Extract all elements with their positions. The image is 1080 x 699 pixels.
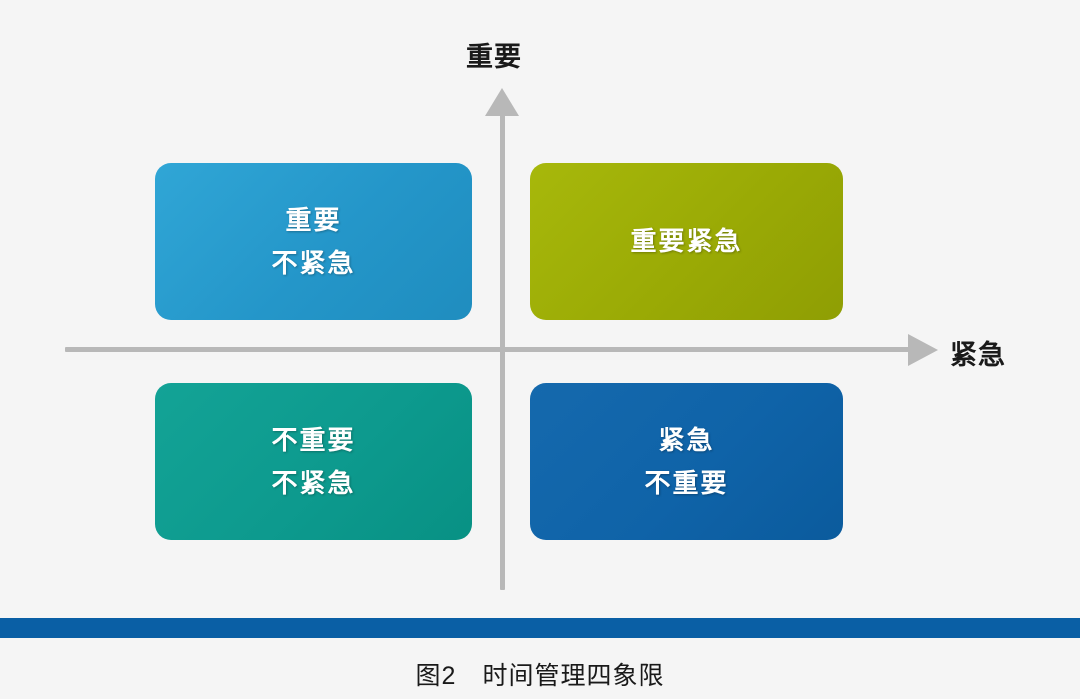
y-axis-label: 重要: [466, 42, 522, 72]
arrow-right-icon: [908, 334, 938, 366]
quadrant-label-line: 不紧急: [271, 467, 356, 498]
quadrant-label-line: 不重要: [644, 467, 729, 498]
quadrant-important-urgent[interactable]: 重要紧急: [530, 163, 851, 327]
section-divider-rule: [0, 618, 1080, 638]
quadrant-not-important-not-urgent[interactable]: 不重要 不紧急: [155, 383, 480, 547]
figure-caption: 图2 时间管理四象限: [415, 662, 665, 690]
x-axis-line: [65, 347, 920, 352]
quadrant-urgent-not-important[interactable]: 紧急 不重要: [530, 383, 851, 547]
arrow-up-icon: [485, 88, 519, 116]
x-axis-label: 紧急: [950, 340, 1006, 370]
quadrant-label-line: 重要: [285, 205, 342, 236]
quadrant-label-line: 不重要: [271, 425, 356, 456]
quadrant-label-line: 不紧急: [271, 247, 356, 278]
quadrant-label-line: 紧急: [658, 425, 715, 456]
quadrant-label-line: 重要紧急: [630, 226, 743, 257]
quadrant-important-not-urgent[interactable]: 重要 不紧急: [155, 163, 480, 327]
